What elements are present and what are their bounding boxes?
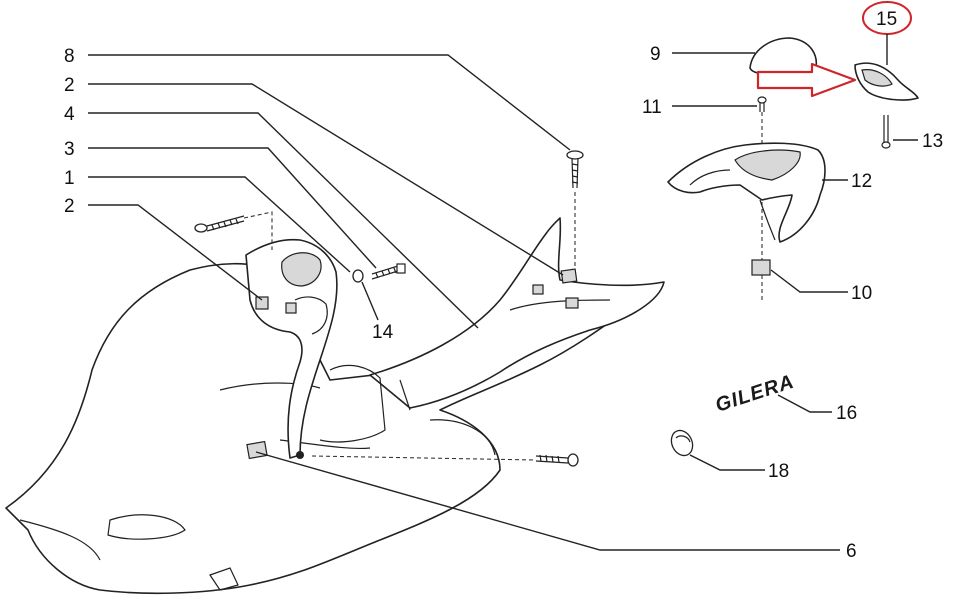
callout-12: 12 (851, 171, 872, 192)
screw-upper-left (194, 215, 245, 233)
callout-4: 4 (64, 104, 75, 125)
callout-2a: 2 (64, 75, 75, 96)
callout-11: 11 (642, 97, 662, 118)
screw-middle (371, 263, 406, 280)
callout-10: 10 (851, 283, 872, 304)
callout-2b: 2 (64, 196, 75, 217)
bolt-13 (881, 115, 891, 149)
clip-18 (670, 429, 694, 457)
highlight-arrow (756, 62, 857, 98)
callout-16: 16 (836, 403, 857, 424)
callout-15: 15 (876, 9, 897, 30)
callout-1: 1 (64, 168, 75, 189)
callout-14: 14 (372, 322, 394, 343)
central-tunnel-cover (369, 217, 665, 411)
callout-8: 8 (64, 46, 75, 67)
callout-9: 9 (650, 44, 661, 65)
nut-10 (751, 259, 771, 276)
screw-lower (535, 453, 579, 467)
brand-decal: GILERA (713, 371, 797, 417)
callout-13: 13 (922, 131, 943, 152)
callout-3: 3 (64, 139, 75, 160)
bolt-11 (757, 96, 767, 112)
screw-8 (566, 150, 584, 189)
rear-carrier-rack (667, 142, 826, 243)
washer-14 (352, 269, 364, 283)
pad-15 (854, 62, 919, 101)
leader-lines (88, 34, 918, 551)
callout-6: 6 (846, 541, 857, 562)
callout-18: 18 (768, 461, 789, 482)
front-inner-panel (245, 238, 386, 459)
